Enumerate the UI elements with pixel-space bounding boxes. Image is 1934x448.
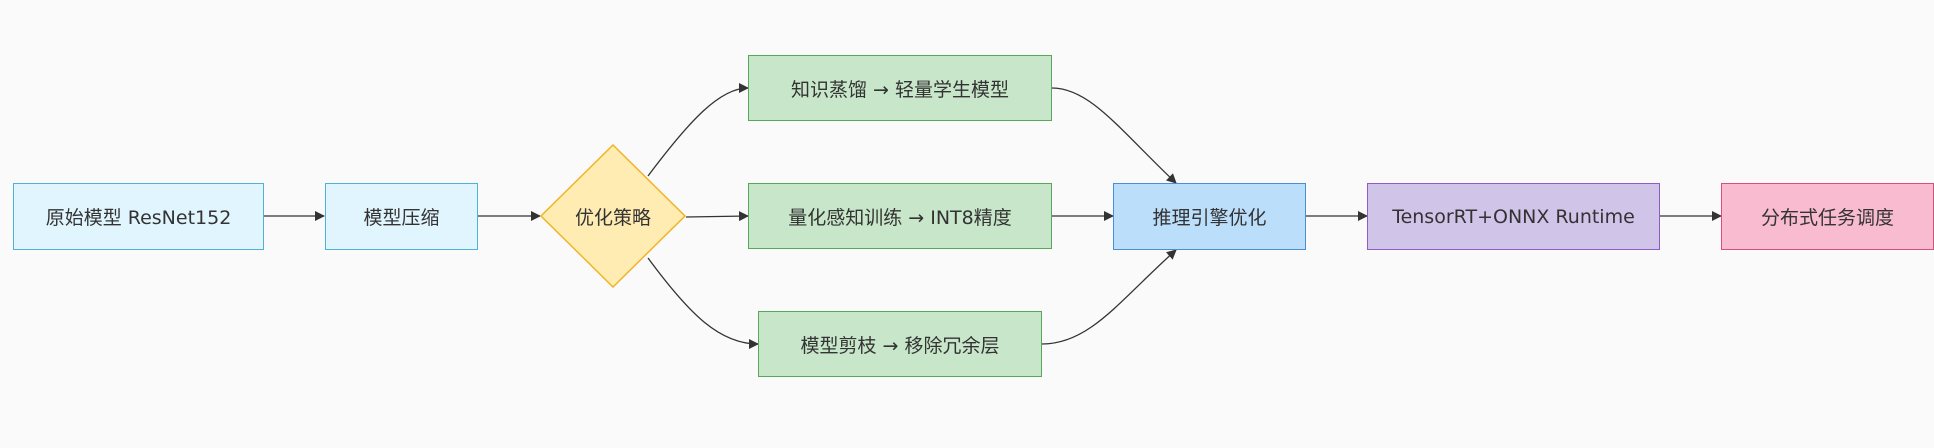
node-original-model: 原始模型 ResNet152 bbox=[13, 183, 264, 250]
node-inference-engine: 推理引擎优化 bbox=[1113, 183, 1306, 250]
node-distributed-scheduling-label: 分布式任务调度 bbox=[1760, 207, 1894, 229]
node-runtime: TensorRT+ONNX Runtime bbox=[1367, 183, 1660, 250]
node-model-compression-label: 模型压缩 bbox=[363, 207, 440, 229]
node-model-compression: 模型压缩 bbox=[325, 183, 478, 250]
node-model-pruning: 模型剪枝 → 移除冗余层 bbox=[758, 311, 1042, 377]
node-model-pruning-label: 模型剪枝 → 移除冗余层 bbox=[800, 334, 1000, 357]
node-knowledge-distillation: 知识蒸馏 → 轻量学生模型 bbox=[748, 55, 1052, 121]
node-knowledge-distillation-label: 知识蒸馏 → 轻量学生模型 bbox=[791, 78, 1009, 101]
node-inference-engine-label: 推理引擎优化 bbox=[1152, 207, 1267, 229]
node-runtime-label: TensorRT+ONNX Runtime bbox=[1392, 205, 1635, 228]
decision-diamond bbox=[540, 144, 686, 288]
edge-strategy-to-pruning bbox=[647, 257, 759, 349]
node-optimization-strategy-label: 优化策略 bbox=[574, 206, 651, 229]
node-optimization-strategy bbox=[540, 144, 686, 288]
node-original-model-label: 原始模型 ResNet152 bbox=[45, 207, 232, 229]
edge-distillation-to-engine bbox=[1051, 87, 1177, 184]
edge-strategy-to-distillation bbox=[647, 83, 749, 177]
node-optimization-strategy-text: 优化策略 bbox=[540, 144, 686, 288]
node-quantization-training: 量化感知训练 → INT8精度 bbox=[748, 183, 1052, 249]
edge-strategy-to-quantization bbox=[685, 211, 749, 222]
node-distributed-scheduling: 分布式任务调度 bbox=[1721, 183, 1934, 250]
edge-pruning-to-engine bbox=[1041, 249, 1177, 345]
node-quantization-training-label: 量化感知训练 → INT8精度 bbox=[788, 206, 1012, 229]
